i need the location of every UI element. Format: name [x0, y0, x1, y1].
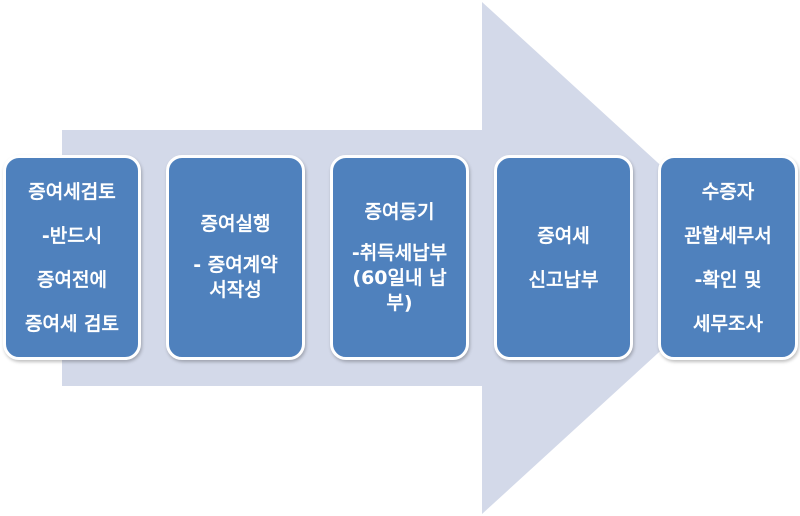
step-box-tax-office-audit: 수증자 관할세무서 -확인 및 세무조사 — [658, 155, 798, 360]
step-box-gift-tax-filing: 증여세 신고납부 — [494, 155, 633, 360]
step-1-line-4: 증여세 검토 — [24, 312, 119, 335]
step-1-line-3: 증여전에 — [37, 268, 107, 291]
step-3-line-2: -취득세납부 — [351, 241, 448, 264]
step-3-title: 증여등기 — [364, 200, 435, 223]
step-2-line-3: 서작성 — [209, 279, 262, 301]
step-3-line-4: 부) — [386, 291, 413, 314]
step-4-line-2: 신고납부 — [528, 268, 599, 291]
step-2-line-2: - 증여계약 — [193, 254, 278, 276]
step-5-line-2: 관할세무서 — [684, 224, 772, 247]
step-1-title: 증여세검토 — [28, 180, 116, 203]
step-3-line-3: (60일내 납 — [352, 266, 447, 289]
step-5-title: 수증자 — [701, 180, 755, 203]
step-box-gift-execution: 증여실행 - 증여계약 서작성 — [166, 155, 305, 360]
step-box-gift-registration: 증여등기 -취득세납부 (60일내 납 부) — [330, 155, 469, 360]
step-1-line-2: -반드시 — [41, 224, 103, 247]
step-2-title: 증여실행 — [200, 213, 271, 235]
step-4-title: 증여세 — [537, 224, 590, 247]
step-5-line-4: 세무조사 — [693, 312, 763, 335]
step-box-gift-tax-review: 증여세검토 -반드시 증여전에 증여세 검토 — [3, 155, 141, 360]
step-5-line-3: -확인 및 — [694, 268, 762, 291]
